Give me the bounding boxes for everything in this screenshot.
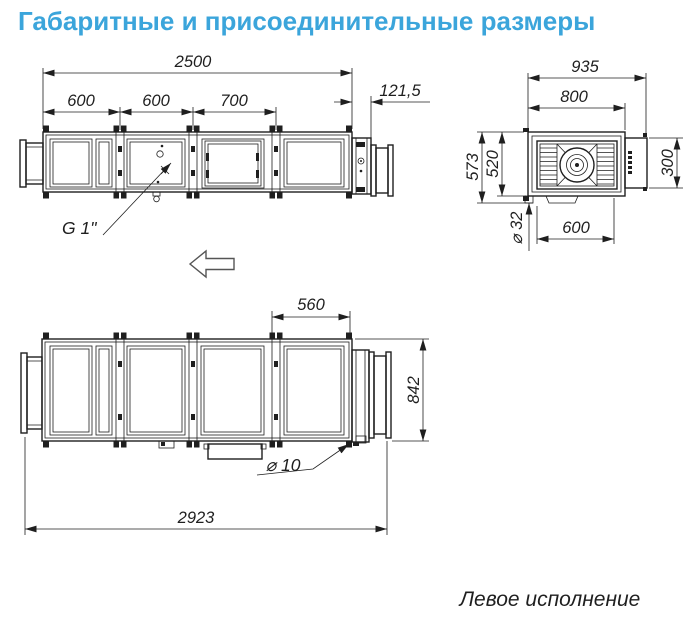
dim-top-total-length: 2923 <box>177 509 216 527</box>
top-view: 560 <box>20 296 429 535</box>
variant-note: Левое исполнение <box>458 588 641 611</box>
dim-end-drain-diameter: ⌀ 32 <box>508 212 526 245</box>
dim-top-hole-diameter: ⌀ 10 <box>266 455 301 475</box>
dim-front-section-1: 600 <box>67 92 95 110</box>
flow-direction-arrow <box>188 249 235 279</box>
dim-end-total-width: 935 <box>571 58 599 76</box>
top-right-duct <box>351 349 392 446</box>
dim-front-section-2: 600 <box>142 92 170 110</box>
dim-top-total-depth: 842 <box>405 376 423 404</box>
page-title: Габаритные и присоединительные размеры <box>18 6 596 36</box>
dim-end-body-height: 520 <box>484 149 502 177</box>
dim-front-duct-offset: 121,5 <box>379 82 421 100</box>
top-left-duct <box>20 352 43 434</box>
connection-box <box>624 137 648 189</box>
drain-pan <box>545 195 579 204</box>
frame-clips <box>43 125 352 199</box>
dim-end-body-width: 800 <box>560 88 588 106</box>
front-left-duct <box>19 139 44 188</box>
dim-front-section-3: 700 <box>220 92 248 110</box>
bottom-fitting <box>158 440 175 449</box>
dim-top-fan-section: 560 <box>297 296 325 314</box>
fan-assembly <box>536 140 618 190</box>
dim-end-box-height: 300 <box>659 148 677 176</box>
front-view: 2500 600 600 700 121,5 <box>19 53 430 279</box>
dim-end-total-height: 573 <box>464 152 482 180</box>
front-right-duct <box>351 137 394 197</box>
dim-front-total-length: 2500 <box>174 53 213 71</box>
bottom-drain-tray <box>207 443 263 460</box>
label-pipe-thread: G 1" <box>62 218 97 238</box>
dim-end-bottom-width: 600 <box>562 219 590 237</box>
end-view: 935 800 573 520 <box>464 58 683 251</box>
door-hinges <box>206 153 259 178</box>
